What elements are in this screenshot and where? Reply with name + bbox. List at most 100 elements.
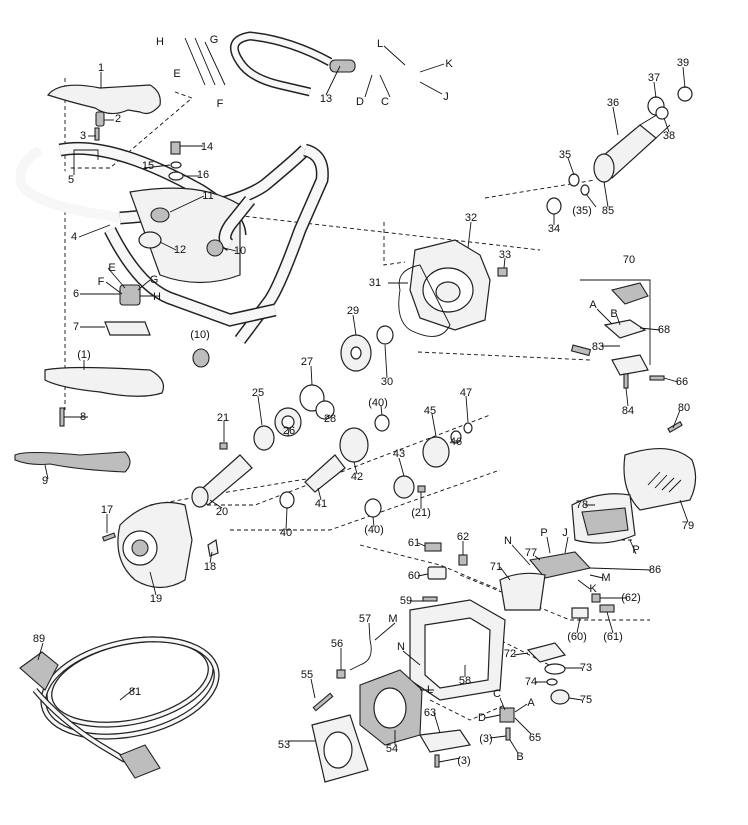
clip-61b — [599, 604, 615, 613]
callout-label: F — [98, 276, 105, 288]
callout-label: 66 — [676, 376, 688, 388]
callout-label: 81 — [129, 686, 141, 698]
switch-cover-7 — [104, 321, 151, 336]
bearing-25 — [253, 425, 275, 451]
callout-label: (61) — [603, 631, 623, 643]
bearing-30 — [376, 325, 394, 345]
callout-label: 89 — [33, 633, 45, 645]
callout-label: (1) — [77, 349, 90, 361]
callout-label: (21) — [411, 507, 431, 519]
callout-label: D — [356, 96, 364, 108]
callout-label: G — [150, 274, 159, 286]
callout-label: 8 — [80, 411, 86, 423]
callout-label: 27 — [301, 356, 313, 368]
pin-33 — [497, 267, 508, 277]
callout-label: 75 — [580, 694, 592, 706]
callout-label: 26 — [283, 425, 295, 437]
ring-39 — [677, 86, 693, 102]
washer-47 — [463, 422, 473, 434]
stator-housing-58 — [409, 599, 506, 701]
callout-label: 34 — [548, 223, 560, 235]
callout-label: 6 — [73, 288, 79, 300]
callout-label: 33 — [499, 249, 511, 261]
callout-label: 9 — [42, 475, 48, 487]
callout-label: 59 — [400, 595, 412, 607]
knob-11 — [150, 207, 170, 223]
washer-74 — [546, 678, 558, 686]
callout-label: 19 — [150, 593, 162, 605]
callout-label: F — [217, 98, 224, 110]
rod-spring — [570, 344, 592, 357]
clip-56 — [336, 669, 346, 679]
grip-strip-9 — [14, 451, 131, 473]
callout-label: N — [504, 535, 512, 547]
callout-label: 25 — [252, 387, 264, 399]
callout-label: (10) — [190, 329, 210, 341]
callout-label: 78 — [576, 499, 588, 511]
callout-label: 39 — [677, 57, 689, 69]
bearing-28 — [315, 400, 335, 420]
gear-45 — [422, 436, 450, 468]
callout-label: 4 — [71, 231, 77, 243]
callout-label: 54 — [386, 743, 398, 755]
washer-15 — [170, 161, 182, 169]
callout-label: 11 — [202, 190, 213, 202]
switch-base — [611, 354, 649, 376]
callout-label: 45 — [424, 405, 436, 417]
callout-label: D — [478, 712, 486, 724]
callout-label: 17 — [101, 504, 113, 516]
callout-label: 10 — [234, 245, 246, 257]
leader-lines — [37, 45, 689, 763]
gasket-31 — [398, 264, 451, 337]
washer-46 — [450, 430, 462, 444]
spindle-41 — [304, 454, 346, 493]
screw-14 — [170, 141, 181, 155]
callout-label: 20 — [216, 506, 228, 518]
switch-block-6 — [119, 284, 141, 306]
screw-3b — [505, 727, 511, 741]
gear-cover-19 — [117, 501, 193, 589]
callout-label: 73 — [580, 662, 592, 674]
screw-84 — [623, 373, 629, 389]
callout-label: P — [540, 527, 547, 539]
ring-40a — [374, 414, 390, 432]
callout-label: 1 — [98, 62, 104, 74]
callout-label: 31 — [369, 277, 381, 289]
carrier-71 — [499, 572, 546, 611]
gear-42 — [339, 427, 369, 463]
callout-label: 83 — [592, 341, 604, 353]
callout-label: 70 — [623, 254, 635, 266]
plug-89 — [19, 651, 59, 691]
callout-label: C — [493, 688, 501, 700]
screw-66 — [649, 375, 665, 381]
bearing-34 — [546, 197, 562, 215]
gasket-72 — [526, 642, 567, 663]
callout-label: 58 — [459, 675, 471, 687]
washer-35b — [580, 184, 590, 196]
switch-68 — [603, 319, 647, 339]
switch-cap-70 — [610, 282, 649, 305]
callout-label: (35) — [572, 205, 592, 217]
nut-75 — [550, 689, 570, 705]
callout-label: (3) — [457, 755, 470, 767]
callout-label: 38 — [663, 130, 675, 142]
callout-label: B — [516, 751, 523, 763]
callout-label: L — [377, 38, 383, 50]
callout-label: (62) — [621, 592, 641, 604]
callout-label: 71 — [490, 561, 502, 573]
spindle-20 — [191, 454, 253, 508]
callout-label: 65 — [529, 732, 541, 744]
callout-label: (40) — [364, 524, 384, 536]
callout-label: M — [601, 572, 610, 584]
washer-35 — [568, 173, 580, 187]
cable-sleeve — [329, 59, 356, 73]
callout-label: 77 — [525, 547, 537, 559]
block-65 — [499, 707, 515, 723]
callout-label: 32 — [465, 212, 477, 224]
callout-label: 56 — [331, 638, 343, 650]
key-21 — [219, 442, 228, 450]
armature-36 — [593, 109, 671, 183]
callout-label: 30 — [381, 376, 393, 388]
